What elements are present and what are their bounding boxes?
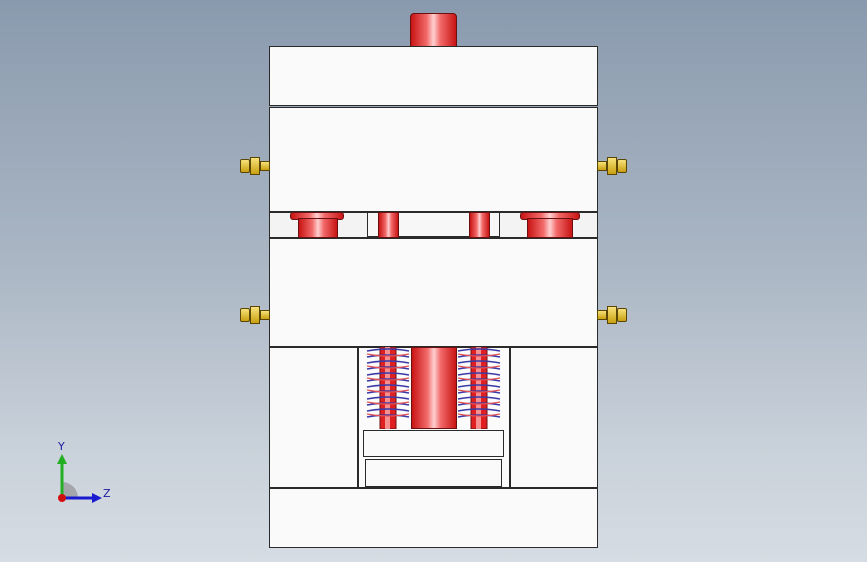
core-plate[interactable] [269, 238, 598, 347]
triad-z-label: Z [103, 487, 111, 500]
cooling-fitting-cavity-left[interactable] [240, 156, 270, 176]
bottom-clamp-plate[interactable] [269, 488, 598, 548]
return-spring-left[interactable] [365, 347, 411, 429]
cooling-fitting-core-left[interactable] [240, 305, 270, 325]
triad-axes [57, 454, 102, 503]
ejector-retainer-plate[interactable] [363, 430, 504, 457]
cooling-fitting-core-right[interactable] [597, 305, 627, 325]
triad-y-label: Y [58, 440, 65, 453]
ejector-plate[interactable] [365, 459, 502, 487]
cooling-fitting-cavity-right[interactable] [597, 156, 627, 176]
spacer-block-left[interactable] [269, 347, 358, 488]
spacer-block-right[interactable] [510, 347, 598, 488]
top-clamp-plate[interactable] [269, 46, 598, 106]
return-pin-left[interactable] [378, 212, 399, 238]
return-pin-right[interactable] [469, 212, 490, 238]
sprue-puller-pin[interactable] [411, 347, 457, 429]
sprue-bushing[interactable] [410, 13, 457, 47]
reference-triad: Y Z [48, 440, 118, 510]
guide-pillar-right[interactable] [527, 218, 573, 238]
cavity-plate[interactable] [269, 107, 598, 212]
return-spring-right[interactable] [456, 347, 502, 429]
guide-pillar-left[interactable] [298, 218, 338, 238]
